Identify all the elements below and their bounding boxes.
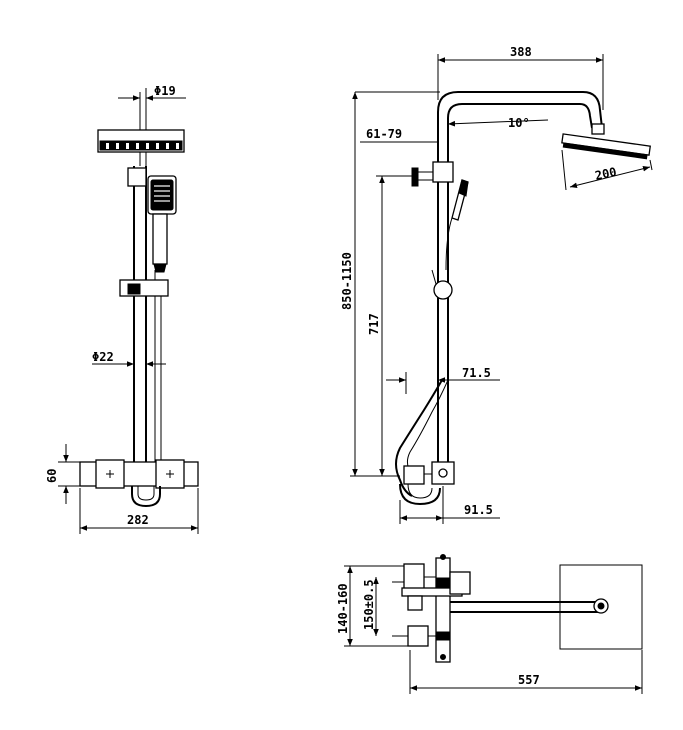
dim-total-height-label: 850-1150 [340, 252, 354, 310]
dim-mixer-width-label: 282 [127, 513, 149, 527]
dim-handset-height-label: 717 [367, 313, 381, 335]
dim-pipe-main-label: Φ22 [92, 350, 114, 364]
dim-mixer-height-label: 60 [45, 469, 59, 483]
top-view: 140-160 150±0.5 557 [336, 554, 643, 694]
side-handset [445, 179, 469, 271]
dim-head-size-label: 200 [594, 165, 618, 183]
dim-pipe-top-label: Φ19 [154, 84, 176, 98]
top-shower-head [559, 564, 643, 650]
dim-hose-offset-label: 71.5 [462, 366, 491, 380]
dim-wall-offset-label: 91.5 [464, 503, 493, 517]
dim-arm-drop-label: 61-79 [366, 127, 402, 141]
side-shower-head [561, 133, 652, 160]
front-slide-bracket [119, 279, 169, 297]
dim-arm-angle-label: 10° [508, 116, 530, 130]
dim-arm-reach-label: 388 [510, 45, 532, 59]
front-view: Φ19 Φ22 60 282 [45, 84, 199, 534]
dim-inlet-range-label: 140-160 [336, 583, 350, 634]
side-view: 388 10° 200 61-79 850-1150 717 71.5 91.5 [340, 45, 653, 524]
dim-total-depth-label: 557 [518, 673, 540, 687]
dim-inlet-center-label: 150±0.5 [362, 579, 376, 630]
